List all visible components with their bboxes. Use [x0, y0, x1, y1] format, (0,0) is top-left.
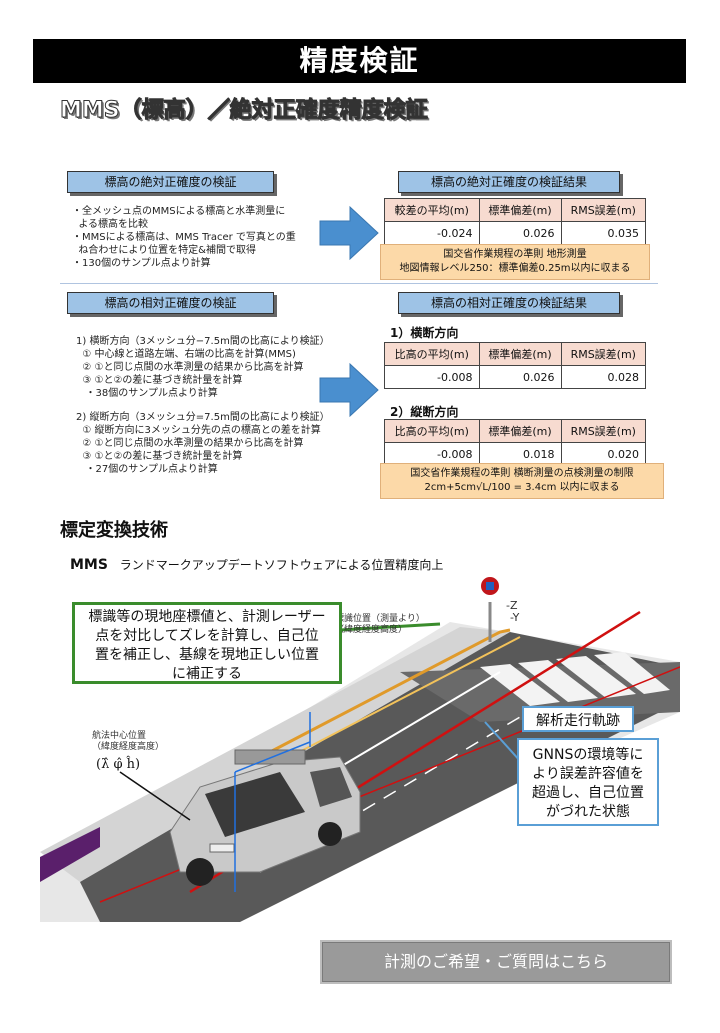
table-cell: -0.008	[384, 442, 480, 466]
table-header: RMS誤差(m)	[560, 419, 647, 443]
bullet-line: ・MMSによる標高は、MMS Tracer で写真との重	[72, 232, 296, 243]
callout-line: 超過し、自己位置	[532, 785, 644, 801]
callout-line: GNNSの環境等に	[532, 747, 644, 763]
callout-line: に補正する	[172, 666, 242, 682]
bullet-line: 1) 横断方向（3メッシュ分−7.5m間の比高により検証）	[76, 336, 330, 347]
callout-line: 標識等の現地座標値と、計測レーザー	[88, 609, 326, 625]
table-header: 比高の平均(m)	[384, 419, 480, 443]
bullet-line	[76, 400, 346, 411]
section-subtitle: MMS（標高）／絶対正確度精度検証	[60, 98, 429, 124]
contact-button[interactable]: 計測のご希望・ご質問はこちら	[320, 940, 672, 984]
mms-caption-prefix: MMS	[70, 557, 108, 573]
axis-y-label: -Y	[510, 611, 520, 624]
absolute-result-table: 較差の平均(m) 標準偏差(m) RMS誤差(m) -0.024 0.026 0…	[384, 198, 647, 245]
trajectory-line	[279, 636, 521, 763]
bullet-line: ① 縦断方向に3メッシュ分先の点の標高との差を計算	[76, 425, 321, 436]
table-header: 比高の平均(m)	[384, 342, 480, 366]
pointer-line	[119, 771, 191, 821]
section-divider	[60, 283, 658, 284]
table-header: 標準偏差(m)	[478, 342, 562, 366]
note-line: 2cm+5cm√L/100 = 3.4cm 以内に収まる	[424, 482, 620, 493]
bullet-line: ③ ①と②の差に基づき統計量を計算	[76, 375, 243, 386]
bullet-line: 2) 縦断方向（3メッシュ分=7.5m間の比高により検証）	[76, 412, 330, 423]
absolute-note: 国交省作業規程の準則 地形測量 地図情報レベル250：標準偏差0.25m以内に収…	[380, 244, 650, 280]
bullet-line: ・130個のサンプル点より計算	[72, 258, 211, 269]
table-row: -0.024 0.026 0.035	[384, 221, 647, 245]
bullet-line: ・全メッシュ点のMMSによる標高と水準測量に	[72, 206, 286, 217]
road-illustration	[40, 575, 680, 922]
table-row: -0.008 0.026 0.028	[384, 365, 647, 389]
bullet-line: よる標高を比較	[72, 219, 149, 230]
table-header: 標準偏差(m)	[478, 419, 562, 443]
table-cell: -0.024	[384, 221, 480, 245]
table-cell: 0.026	[478, 365, 562, 389]
callout-line: 点を対比してズレを計算し、自己位	[95, 628, 319, 644]
callout-line: がづれた状態	[546, 804, 630, 820]
cross-direction-label: 1）横断方向	[390, 326, 459, 340]
table-cell: 0.035	[560, 221, 647, 245]
longitudinal-result-table: 比高の平均(m) 標準偏差(m) RMS誤差(m) -0.008 0.018 0…	[384, 419, 647, 466]
table-header: RMS誤差(m)	[560, 342, 647, 366]
relative-note: 国交省作業規程の準則 横断測量の点検測量の制限 2cm+5cm√L/100 = …	[380, 463, 664, 499]
cross-result-table: 比高の平均(m) 標準偏差(m) RMS誤差(m) -0.008 0.026 0…	[384, 342, 647, 389]
green-pointer	[339, 622, 441, 632]
table-cell: 0.020	[560, 442, 647, 466]
bullet-line: ① 中心線と道路左端、右端の比高を計算(MMS)	[76, 349, 296, 360]
arrow-right-icon	[319, 205, 379, 261]
label-line: 航法中心位置	[92, 731, 147, 741]
label-line: （緯度経度高度）	[335, 625, 408, 635]
page-title: 精度検証	[33, 39, 686, 83]
callout-line: 置を補正し、基線を現地正しい位置	[95, 647, 319, 663]
bullet-line: ② ①と同じ点間の水準測量の結果から比高を計算	[76, 362, 304, 373]
absolute-result-heading: 標高の絶対正確度の検証結果	[398, 171, 620, 193]
sign-position-label: 標識位置（測量より） （緯度経度高度）	[335, 614, 425, 636]
relative-result-heading: 標高の相対正確度の検証結果	[398, 292, 620, 314]
table-header-row: 比高の平均(m) 標準偏差(m) RMS誤差(m)	[384, 419, 647, 443]
callout-line: より誤差許容値を	[532, 766, 644, 782]
table-header-row: 較差の平均(m) 標準偏差(m) RMS誤差(m)	[384, 198, 647, 222]
bullet-line: ね合わせにより位置を特定&補間で取得	[72, 245, 256, 256]
bullet-line: ・38個のサンプル点より計算	[76, 388, 218, 399]
absolute-heading: 標高の絶対正確度の検証	[67, 171, 274, 193]
table-cell: 0.028	[560, 365, 647, 389]
axis-z-label: -Z	[506, 599, 518, 612]
arrow-right-icon	[319, 362, 379, 418]
table-header-row: 比高の平均(m) 標準偏差(m) RMS誤差(m)	[384, 342, 647, 366]
nav-symbols: (λ̂ φ̂ ĥ)	[96, 757, 141, 772]
table-cell: 0.026	[478, 221, 562, 245]
bullet-line: ② ①と同じ点間の水準測量の結果から比高を計算	[76, 438, 304, 449]
mms-vehicle	[169, 749, 361, 886]
trajectory-line	[269, 628, 511, 754]
crosswalk	[480, 652, 670, 706]
longitudinal-direction-label: 2）縦断方向	[390, 405, 459, 419]
trajectory-callout: 解析走行軌跡	[522, 706, 634, 732]
table-header: 標準偏差(m)	[478, 198, 562, 222]
nav-center-label: 航法中心位置 （緯度経度高度）	[92, 731, 164, 753]
curb	[40, 827, 100, 882]
section2-heading: 標定変換技術	[60, 520, 168, 541]
relative-bullets: 1) 横断方向（3メッシュ分−7.5m間の比高により検証） ① 中心線と道路左端…	[76, 335, 346, 476]
bullet-line: ③ ①と②の差に基づき統計量を計算	[76, 451, 243, 462]
table-row: -0.008 0.018 0.020	[384, 442, 647, 466]
gnss-callout: GNNSの環境等に より誤差許容値を 超過し、自己位置 がづれた状態	[517, 738, 659, 826]
mms-caption: MMS ランドマークアップデートソフトウェアによる位置精度向上	[70, 556, 443, 573]
note-line: 地図情報レベル250：標準偏差0.25m以内に収まる	[399, 263, 631, 274]
bullet-line: ・27個のサンプル点より計算	[76, 464, 218, 475]
label-line: 標識位置（測量より）	[335, 614, 425, 624]
label-line: （緯度経度高度）	[92, 742, 165, 752]
mms-caption-text: ランドマークアップデートソフトウェアによる位置精度向上	[119, 558, 444, 572]
table-cell: -0.008	[384, 365, 480, 389]
axis-line	[234, 741, 311, 773]
note-line: 国交省作業規程の準則 地形測量	[443, 249, 587, 260]
table-header: 較差の平均(m)	[384, 198, 480, 222]
green-callout: 標識等の現地座標値と、計測レーザー 点を対比してズレを計算し、自己位 置を補正し…	[72, 602, 342, 684]
note-line: 国交省作業規程の準則 横断測量の点検測量の制限	[410, 468, 634, 479]
table-header: RMS誤差(m)	[560, 198, 647, 222]
traffic-sign-icon	[486, 582, 494, 590]
relative-heading: 標高の相対正確度の検証	[67, 292, 274, 314]
absolute-bullets: ・全メッシュ点のMMSによる標高と水準測量に よる標高を比較 ・MMSによる標高…	[72, 205, 322, 270]
